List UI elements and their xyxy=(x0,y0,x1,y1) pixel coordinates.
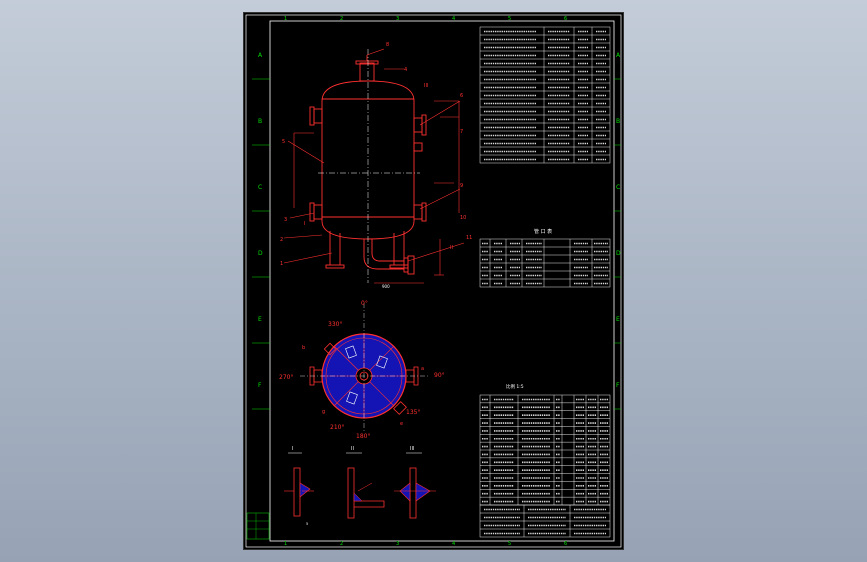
svg-text:180°: 180° xyxy=(356,433,370,440)
svg-text:g: g xyxy=(322,409,325,415)
zone-number-5: 5 xyxy=(508,16,511,22)
zone-number-4: 4 xyxy=(452,16,455,22)
svg-text:5: 5 xyxy=(306,522,308,526)
svg-text:b: b xyxy=(302,345,305,351)
svg-text:4: 4 xyxy=(404,67,407,73)
svg-text:10: 10 xyxy=(460,215,466,221)
svg-text:210°: 210° xyxy=(330,424,344,431)
zone-number-2: 2 xyxy=(340,541,343,547)
plan-angles: 0° 330° 270° 90° 210° 135° 180° xyxy=(279,300,445,440)
svg-text:II: II xyxy=(450,245,453,251)
svg-text:9: 9 xyxy=(460,183,463,189)
dimension-width: 900 xyxy=(382,284,390,289)
inner-frame xyxy=(269,20,615,542)
zone-number-6: 6 xyxy=(564,541,567,547)
zone-letter-F: F xyxy=(258,382,262,389)
svg-text:III: III xyxy=(424,83,428,89)
plan-pads xyxy=(345,345,388,405)
svg-text:330°: 330° xyxy=(328,321,342,328)
svg-text:2: 2 xyxy=(280,237,283,243)
table-text-marks xyxy=(482,30,608,535)
svg-text:I: I xyxy=(292,446,293,452)
design-data-table xyxy=(479,26,611,164)
zone-letter-C: C xyxy=(258,184,262,191)
vessel-elevation xyxy=(309,55,427,275)
svg-text:8: 8 xyxy=(386,42,389,48)
svg-text:0°: 0° xyxy=(361,300,368,307)
svg-text:a: a xyxy=(421,366,424,372)
leader-lines xyxy=(283,48,465,284)
plan-view xyxy=(300,303,430,433)
svg-text:270°: 270° xyxy=(279,374,293,381)
svg-text:II: II xyxy=(351,446,354,452)
plan-marks: b a g e xyxy=(302,345,424,427)
zone-letter-D: D xyxy=(258,250,263,257)
zone-letter-F: F xyxy=(616,382,620,389)
vessel-centerlines xyxy=(318,49,420,283)
zone-letter-E: E xyxy=(258,316,262,323)
zone-number-1: 1 xyxy=(284,541,287,547)
zone-number-3: 3 xyxy=(396,16,399,22)
svg-text:1: 1 xyxy=(280,261,283,267)
zone-number-1: 1 xyxy=(284,16,287,22)
svg-text:90°: 90° xyxy=(434,372,445,379)
svg-text:6: 6 xyxy=(460,93,463,99)
section-details: I II III 5 xyxy=(284,446,436,526)
zone-number-6: 6 xyxy=(564,16,567,22)
svg-text:11: 11 xyxy=(466,235,472,241)
scale-note: 比例 1:5 xyxy=(506,383,524,390)
title-block xyxy=(479,504,611,538)
parts-list xyxy=(479,394,611,506)
zone-letter-D: D xyxy=(616,250,621,257)
svg-text:III: III xyxy=(410,446,414,452)
zone-number-2: 2 xyxy=(340,16,343,22)
left-stamp xyxy=(246,512,270,540)
svg-text:e: e xyxy=(400,421,403,427)
svg-text:3: 3 xyxy=(284,217,287,223)
outer-frame xyxy=(245,14,622,548)
zone-letter-C: C xyxy=(616,184,620,191)
svg-text:I: I xyxy=(304,221,305,227)
zone-letter-A: A xyxy=(258,52,263,59)
zone-letter-B: B xyxy=(616,118,620,125)
zone-letter-E: E xyxy=(616,316,620,323)
svg-text:135°: 135° xyxy=(406,409,420,416)
zone-letter-A: A xyxy=(616,52,621,59)
zone-number-5: 5 xyxy=(508,541,511,547)
nozzle-table xyxy=(479,238,611,288)
svg-text:7: 7 xyxy=(460,129,463,135)
zone-letter-B: B xyxy=(258,118,262,125)
nozzle-table-title: 管 口 表 xyxy=(534,228,552,235)
zone-number-4: 4 xyxy=(452,541,455,547)
svg-text:5: 5 xyxy=(282,139,285,145)
zone-number-3: 3 xyxy=(396,541,399,547)
